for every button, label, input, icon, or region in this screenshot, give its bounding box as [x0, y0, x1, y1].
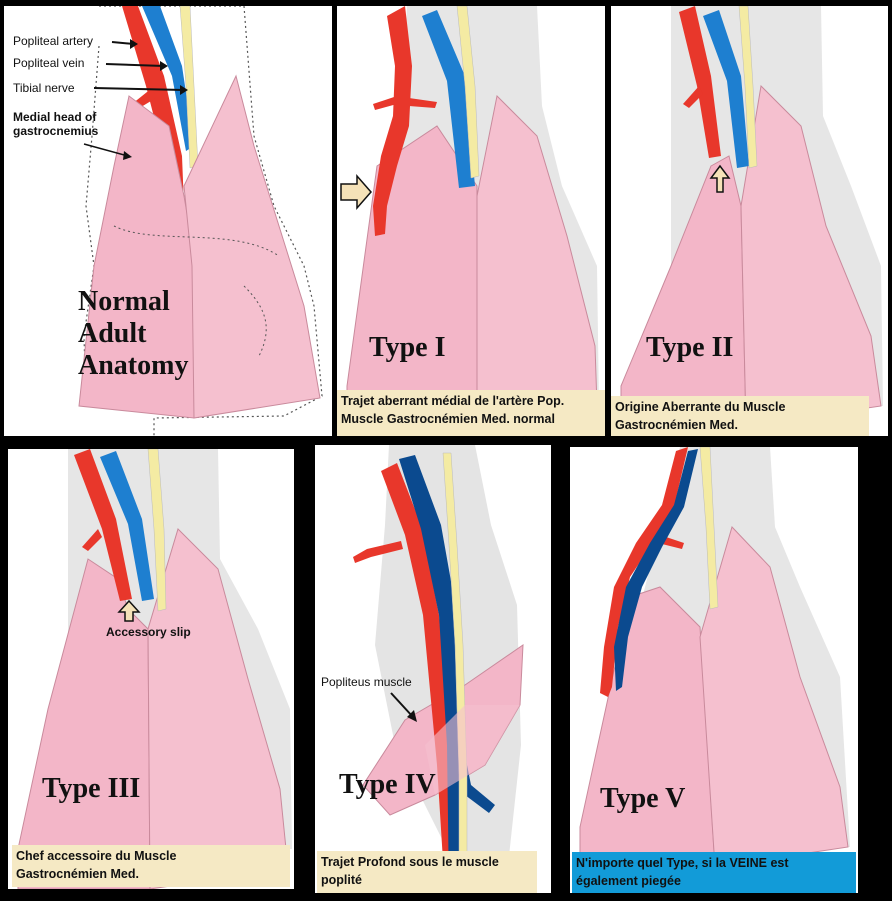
arrow-artery-head — [130, 39, 138, 49]
artery-branch-right — [409, 98, 437, 108]
artery-branch-left — [373, 96, 397, 110]
medial-gastrocnemius — [579, 586, 716, 868]
arrow-nerve — [93, 87, 185, 91]
label-tibial-nerve: Tibial nerve — [13, 81, 75, 95]
caption-type-5: N'importe quel Type, si la VEINE est éga… — [572, 852, 856, 893]
caption-type-2-line2: Gastrocnémien Med. — [615, 418, 738, 432]
popliteal-vein — [422, 10, 475, 188]
limb-outline-left — [83, 45, 100, 407]
caption-type-1-line1: Trajet aberrant médial de l'artère Pop. — [341, 394, 565, 408]
popliteal-vein — [703, 10, 749, 168]
type-3-illustration — [17, 449, 292, 889]
title-type-1: Type I — [369, 332, 446, 363]
caption-type-5-line1: N'importe quel Type, si la VEINE est — [576, 856, 789, 870]
normal-anatomy-illustration — [78, 6, 323, 436]
popliteal-vein — [399, 455, 495, 893]
panel-normal-anatomy: Popliteal artery Popliteal vein Tibial n… — [4, 6, 332, 436]
label-accessory-slip: Accessory slip — [106, 625, 191, 639]
arrow-nerve-head — [180, 85, 188, 95]
title-normal-line2: Adult — [78, 318, 147, 349]
label-medial-head-line1: Medial head of — [13, 110, 97, 124]
lateral-gastrocnemius — [699, 526, 849, 868]
popliteal-vein — [142, 6, 194, 151]
popliteal-vein-aberrant — [614, 449, 698, 691]
caption-type-4-line1: Trajet Profond sous le muscle — [321, 855, 499, 869]
arrow-muscle-head — [123, 151, 132, 160]
arrow-popliteus-head — [407, 710, 417, 722]
lateral-gastrocnemius — [147, 528, 289, 889]
type-4-illustration — [353, 445, 524, 893]
arrow-vein — [105, 63, 165, 67]
panel-type-1: Type I Trajet aberrant médial de l'artèr… — [337, 6, 605, 436]
caption-type-1: Trajet aberrant médial de l'artère Pop. … — [337, 390, 605, 436]
arrow-vein-head — [160, 61, 168, 71]
tibial-nerve — [456, 6, 480, 179]
label-popliteal-vein: Popliteal vein — [13, 56, 85, 70]
type-2-illustration — [620, 6, 883, 427]
caption-type-4: Trajet Profond sous le muscle poplité — [317, 851, 537, 893]
lateral-gastrocnemius — [183, 74, 321, 419]
panel-type-3: Accessory slip Type III Chef accessoire … — [8, 449, 294, 889]
artery-branch — [82, 529, 102, 551]
title-normal-line3: Anatomy — [78, 350, 189, 381]
arrow-up-icon — [709, 164, 731, 193]
caption-type-3-line1: Chef accessoire du Muscle — [16, 849, 177, 863]
title-normal-line1: Normal — [78, 286, 170, 317]
limb-outline — [99, 6, 323, 436]
caption-type-3: Chef accessoire du Muscle Gastrocnémien … — [12, 845, 290, 887]
title-type-4: Type IV — [339, 769, 436, 800]
title-type-5: Type V — [600, 783, 686, 814]
popliteus-overlay — [425, 705, 520, 795]
arrow-muscle — [83, 143, 129, 157]
arrow-popliteus — [390, 692, 414, 718]
artery-branch-left — [353, 541, 403, 563]
popliteal-artery — [74, 449, 132, 601]
caption-type-3-line2: Gastrocnémien Med. — [16, 867, 139, 881]
popliteal-vein — [100, 451, 154, 601]
knee-outline — [113, 225, 280, 257]
caption-type-2: Origine Aberrante du Muscle Gastrocnémie… — [611, 396, 869, 436]
label-medial-head-line2: gastrocnemius — [13, 124, 99, 138]
label-popliteal-artery: Popliteal artery — [13, 34, 94, 48]
tibial-nerve — [738, 6, 758, 169]
lateral-gastrocnemius — [740, 84, 882, 427]
arrow-up-icon — [117, 599, 141, 622]
title-type-3: Type III — [42, 773, 141, 804]
label-popliteus-muscle: Popliteus muscle — [321, 675, 412, 689]
lateral-gastrocnemius — [476, 94, 598, 427]
caption-type-5-line2: également piegée — [576, 874, 681, 888]
type-1-illustration — [340, 6, 599, 427]
tibial-nerve — [442, 452, 468, 893]
popliteal-artery — [679, 6, 721, 158]
type-5-illustration — [579, 447, 850, 868]
panel-type-2: Type II Origine Aberrante du Muscle Gast… — [611, 6, 888, 436]
tibial-nerve — [147, 449, 167, 612]
artery-branch — [683, 86, 703, 108]
panel-type-5: Type V N'importe quel Type, si la VEINE … — [570, 447, 858, 893]
popliteal-artery-aberrant — [600, 447, 688, 697]
arrow-right-icon — [340, 174, 372, 210]
caption-type-2-line1: Origine Aberrante du Muscle — [615, 400, 786, 414]
caption-type-1-line2: Muscle Gastrocnémien Med. normal — [341, 412, 555, 426]
tibial-nerve — [699, 447, 719, 610]
caption-type-4-line2: poplité — [321, 873, 362, 887]
panel-type-4: Popliteus muscle Type IV Trajet Profond … — [315, 445, 551, 893]
popliteal-artery-aberrant — [373, 6, 412, 236]
title-type-2: Type II — [646, 332, 734, 363]
